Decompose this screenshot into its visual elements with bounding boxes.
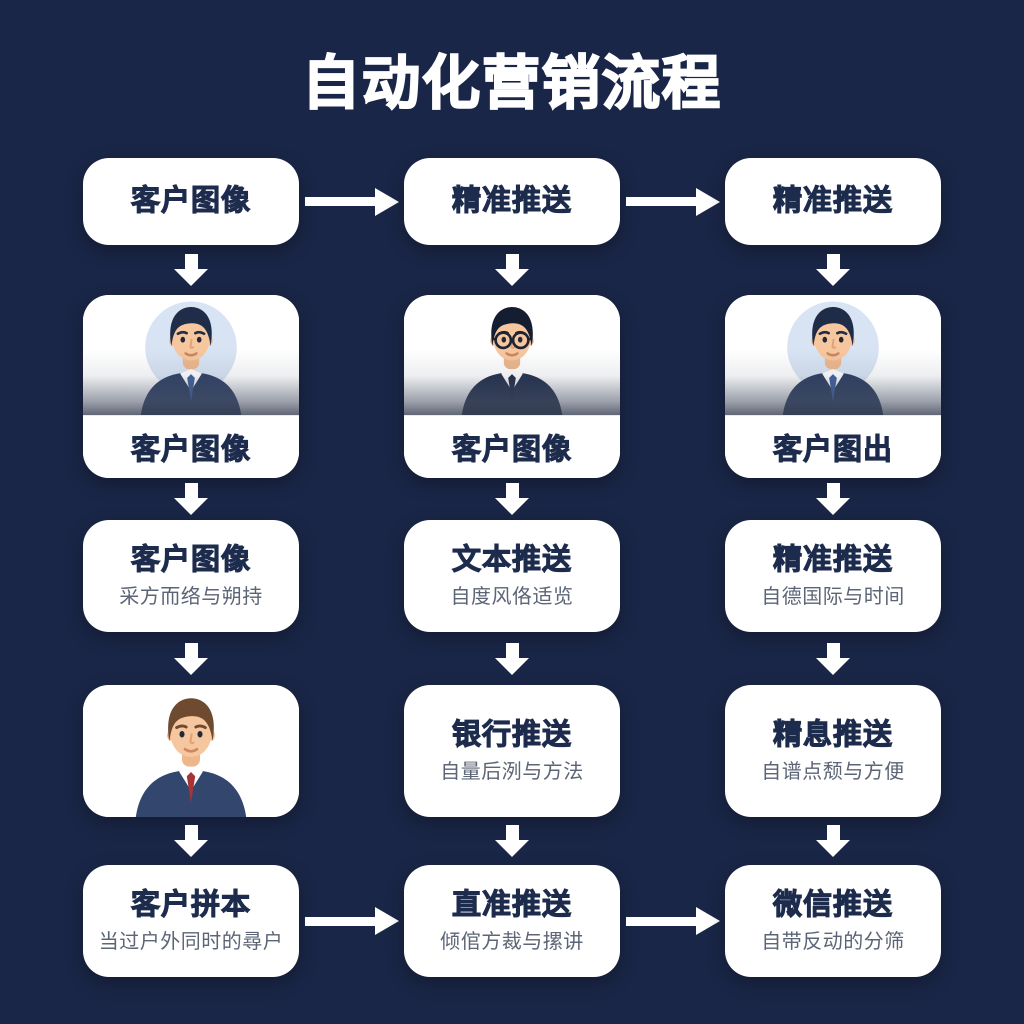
down-arrow-icon — [404, 817, 620, 865]
node-caption: 客户图出 — [725, 415, 941, 478]
down-arrow-icon — [404, 245, 620, 295]
down-arrow-icon — [725, 245, 941, 295]
down-arrow-icon — [83, 478, 299, 520]
node-subtitle: 采方而络与朔持 — [119, 586, 263, 609]
down-arrow-icon — [83, 817, 299, 865]
avatar-photo — [725, 295, 941, 415]
businessman-red-tie-avatar-icon — [135, 698, 247, 817]
flow-node-r4-c1 — [83, 685, 299, 817]
node-subtitle: 自带反动的分筛 — [761, 931, 905, 954]
node-title: 客户图像 — [130, 184, 251, 217]
node-subtitle: 自度风佫适览 — [450, 586, 574, 609]
flow-node-r4-c2: 银行推送 自量后洌与方法 — [404, 685, 620, 817]
page-title: 自动化营销流程 — [301, 50, 722, 117]
down-arrow-icon — [725, 817, 941, 865]
node-subtitle: 自德国际与时间 — [761, 586, 905, 609]
node-subtitle: 自量后洌与方法 — [440, 761, 584, 784]
node-title: 客户拼本 — [130, 888, 251, 921]
right-arrow-icon — [620, 865, 725, 977]
right-arrow-icon — [620, 158, 725, 245]
down-arrow-icon — [404, 632, 620, 685]
right-arrow-icon — [299, 158, 404, 245]
down-arrow-icon — [725, 632, 941, 685]
businessman-avatar-icon — [140, 301, 242, 415]
avatar-photo — [404, 295, 620, 415]
node-title: 精准推送 — [772, 184, 893, 217]
flow-node-r1-c3: 精准推送 — [725, 158, 941, 245]
avatar-photo — [83, 685, 299, 817]
down-arrow-icon — [83, 632, 299, 685]
flow-node-r2-c1: 客户图像 — [83, 295, 299, 478]
right-arrow-icon — [299, 865, 404, 977]
flow-node-r3-c1: 客户图像 采方而络与朔持 — [83, 520, 299, 632]
businessman-glasses-avatar-icon — [461, 307, 563, 415]
down-arrow-icon — [404, 478, 620, 520]
node-title: 客户图像 — [130, 543, 251, 576]
flow-node-r4-c3: 精息推送 自谱点颓与方便 — [725, 685, 941, 817]
flow-node-r5-c2: 直准推送 倾倌方裁与摞讲 — [404, 865, 620, 977]
down-arrow-icon — [83, 245, 299, 295]
node-title: 精准推送 — [772, 543, 893, 576]
node-caption: 客户图像 — [83, 415, 299, 478]
node-title: 精息推送 — [772, 718, 893, 751]
node-title: 银行推送 — [451, 718, 572, 751]
flow-node-r1-c1: 客户图像 — [83, 158, 299, 245]
flow-node-r2-c2: 客户图像 — [404, 295, 620, 478]
node-title: 微信推送 — [772, 888, 893, 921]
flow-grid: 客户图像 精准推送 精准推送 — [83, 158, 941, 977]
flow-node-r5-c3: 微信推送 自带反动的分筛 — [725, 865, 941, 977]
node-subtitle: 自谱点颓与方便 — [761, 761, 905, 784]
node-title: 精准推送 — [451, 184, 572, 217]
flow-node-r5-c1: 客户拼本 当过户外同时的尋户 — [83, 865, 299, 977]
node-caption: 客户图像 — [404, 415, 620, 478]
businessman-avatar-icon — [782, 301, 884, 415]
node-subtitle: 倾倌方裁与摞讲 — [440, 931, 584, 954]
down-arrow-icon — [725, 478, 941, 520]
flow-node-r3-c3: 精准推送 自德国际与时间 — [725, 520, 941, 632]
avatar-photo — [83, 295, 299, 415]
node-title: 文本推送 — [451, 543, 572, 576]
flow-node-r3-c2: 文本推送 自度风佫适览 — [404, 520, 620, 632]
flow-node-r2-c3: 客户图出 — [725, 295, 941, 478]
flow-node-r1-c2: 精准推送 — [404, 158, 620, 245]
node-title: 直准推送 — [451, 888, 572, 921]
node-subtitle: 当过户外同时的尋户 — [98, 931, 284, 954]
